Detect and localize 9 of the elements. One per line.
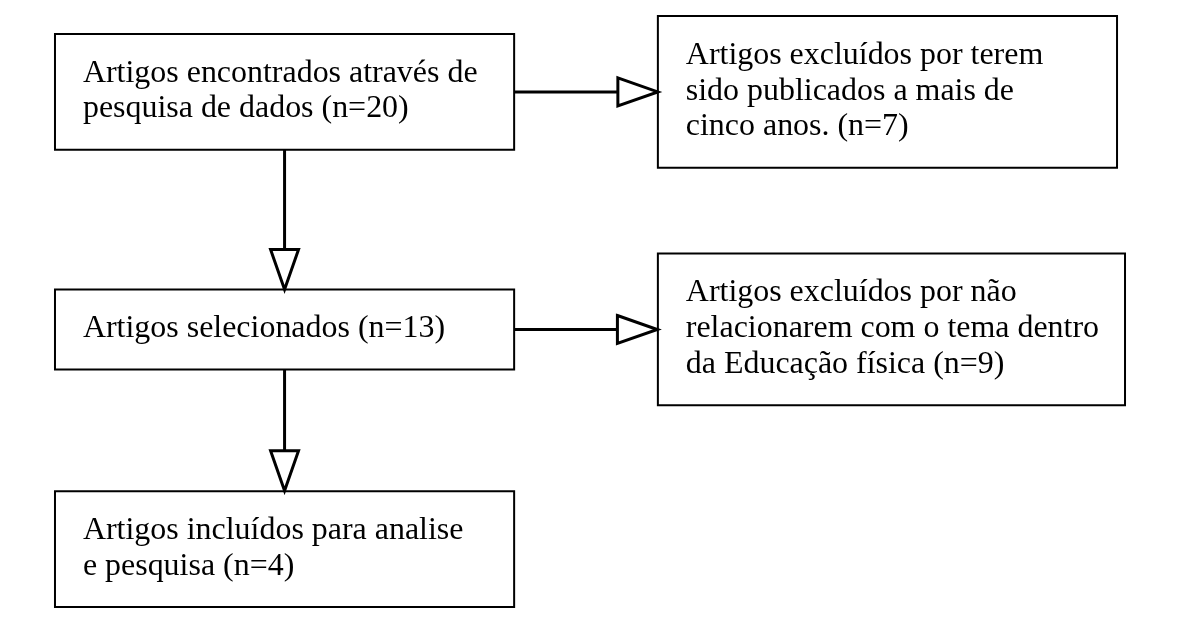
- node-box: Artigos incluídos para analise e pesquisa (n=4): [53, 490, 515, 608]
- node-box: Artigos selecionados (n=13): [53, 288, 515, 371]
- node-box: Artigos encontrados através de pesquisa de dados (n=20): [53, 33, 515, 151]
- arrow: [268, 369, 301, 496]
- arrow: [268, 149, 301, 294]
- arrow: [513, 75, 662, 108]
- node-box: Artigos excluídos por terem sido publicados a mais de cinco anos. (n=7): [656, 15, 1118, 169]
- node-box: Artigos excluídos por não relacionarem com o tema dentro da Educação física (n=9): [656, 252, 1126, 407]
- arrow: [514, 313, 662, 346]
